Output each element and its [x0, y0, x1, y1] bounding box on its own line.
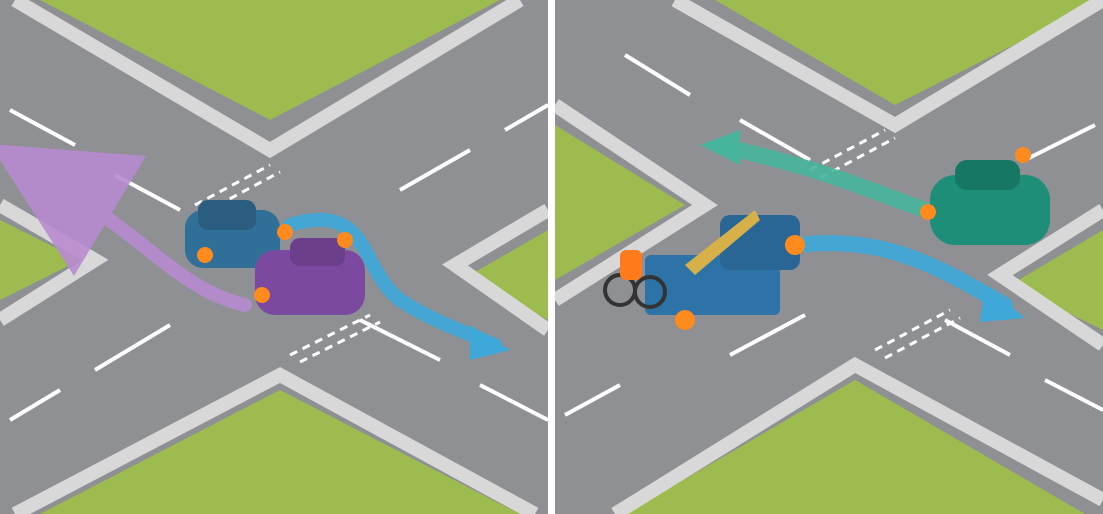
teal-arrow-head — [700, 130, 740, 165]
grass-left — [555, 125, 685, 280]
kerb-top — [11, 0, 524, 159]
green-car — [920, 147, 1050, 245]
cyclist — [603, 250, 667, 309]
right-junction-scene — [555, 0, 1103, 514]
left-junction-panel — [0, 0, 548, 514]
purple-turn-arrow — [0, 143, 252, 312]
blue-car — [185, 200, 293, 268]
grass-top — [715, 0, 1103, 105]
lane-markings — [564, 53, 1103, 417]
kerb-left — [555, 99, 718, 306]
kerb-bottom — [611, 356, 1103, 514]
kerb-top — [671, 0, 1103, 134]
grass-right — [1010, 230, 1103, 330]
blue-turn-arrow — [787, 235, 1013, 313]
blue-turn-arrow — [283, 212, 502, 352]
grass-right — [470, 230, 548, 320]
kerb-bottom — [11, 367, 539, 514]
grass-bottom — [40, 390, 520, 514]
left-junction-scene — [0, 0, 548, 514]
flatbed-truck — [645, 210, 805, 330]
kerb-right — [987, 204, 1103, 351]
teal-turn-arrow — [722, 140, 933, 218]
lane-markings — [8, 103, 548, 422]
right-junction-panel — [555, 0, 1103, 514]
grass-top — [40, 0, 500, 120]
kerb-right — [442, 203, 548, 336]
blue-arrow-head — [980, 285, 1025, 322]
purple-car — [254, 232, 365, 315]
blue-arrow-head — [470, 325, 510, 360]
grass-bottom — [625, 380, 1085, 514]
